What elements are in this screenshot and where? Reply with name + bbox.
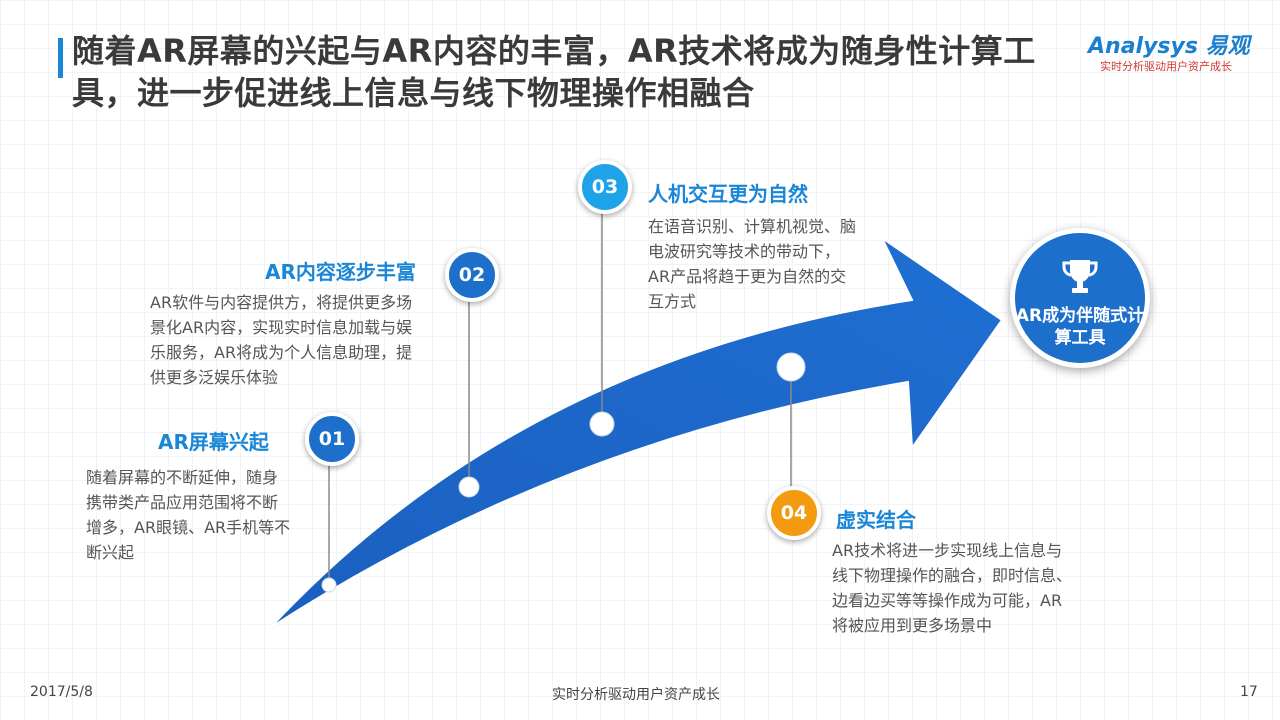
stage-03-title: 人机交互更为自然 (648, 182, 808, 206)
footer-date: 2017/5/8 (30, 684, 93, 700)
arrow-dot-02 (458, 476, 480, 498)
arrow-dot-01 (321, 577, 337, 593)
page-number: 17 (1240, 684, 1258, 700)
stage-02-badge: 02 (445, 248, 499, 302)
arrow-dot-03 (589, 411, 615, 437)
trophy-icon (1062, 260, 1098, 293)
logo-tagline: 实时分析驱动用户资产成长 (1100, 60, 1232, 73)
stage-03-badge: 03 (578, 160, 632, 214)
arrow-dot-04 (776, 352, 806, 382)
stage-01-text: 随着屏幕的不断延伸，随身携带类产品应用范围将不断增多，AR眼镜、AR手机等不断兴… (86, 468, 291, 562)
goal-circle: AR成为伴随式计算工具 (1010, 228, 1150, 368)
stage-03-text: 在语音识别、计算机视觉、脑电波研究等技术的带动下，AR产品将趋于更为自然的交互方… (648, 217, 857, 311)
title-accent-bar (58, 38, 63, 78)
stage-01-badge: 01 (305, 412, 359, 466)
page-title: 随着AR屏幕的兴起与AR内容的丰富，AR技术将成为随身性计算工具，进一步促进线上… (72, 32, 1036, 112)
stage-02-text: AR软件与内容提供方，将提供更多场景化AR内容，实现实时信息加载与娱乐服务，AR… (150, 293, 413, 387)
stage-04-text: AR技术将进一步实现线上信息与线下物理操作的融合，即时信息、边看边买等等操作成为… (832, 541, 1073, 635)
stage-01-title: AR屏幕兴起 (158, 430, 269, 454)
footer-tagline: 实时分析驱动用户资产成长 (552, 687, 720, 703)
stage-04-badge: 04 (767, 486, 821, 540)
analysys-logo: Analysys 易观 实时分析驱动用户资产成长 (1080, 26, 1255, 76)
growth-arrow (269, 235, 1004, 629)
stage-04-title: 虚实结合 (836, 508, 916, 532)
stage-02-title: AR内容逐步丰富 (265, 260, 416, 284)
goal-label: AR成为伴随式计算工具 (1015, 306, 1145, 348)
logo-brand: Analysys 易观 (1088, 34, 1250, 59)
